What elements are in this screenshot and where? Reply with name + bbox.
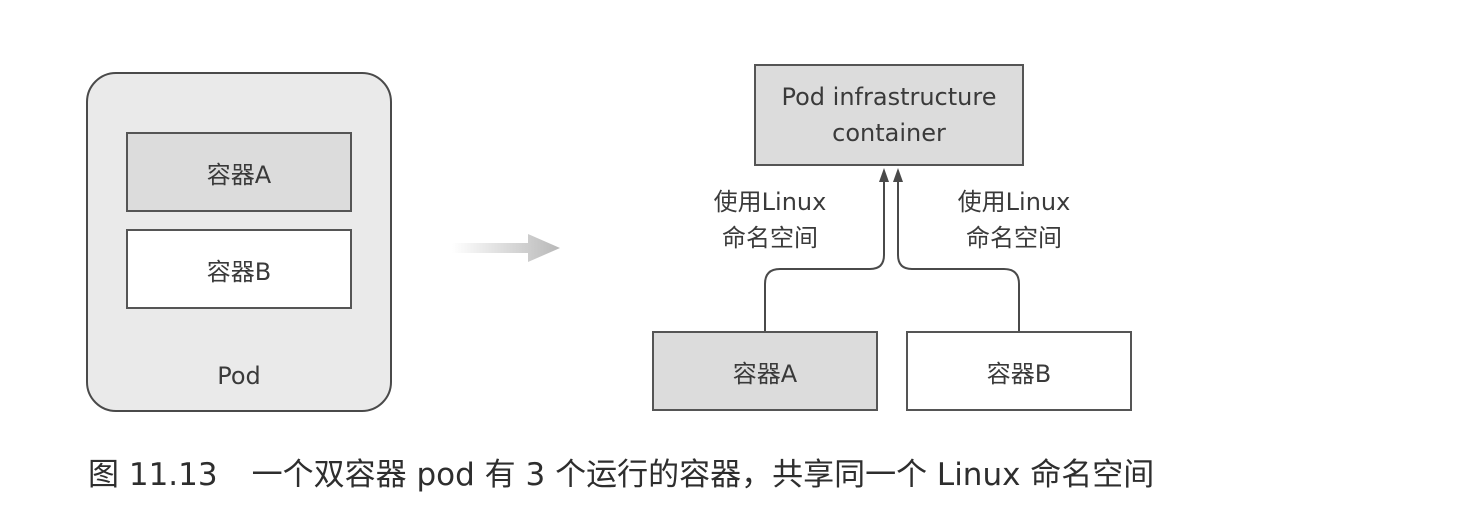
infra-container-box: Pod infrastructure container [754,64,1024,166]
infra-label-line2: container [832,119,946,147]
connector-a [764,180,885,331]
left-container-b: 容器B [126,229,352,309]
arrowhead-a-icon [879,168,889,182]
left-container-b-label: 容器B [206,257,272,286]
namespace-label-left-line1: 使用Linux [713,188,827,216]
left-container-a: 容器A [126,132,352,212]
connector-b [897,180,1020,331]
namespace-label-right-line2: 命名空间 [966,224,1062,252]
figure-caption-text: 一个双容器 pod 有 3 个运行的容器，共享同一个 Linux 命名空间 [251,457,1155,493]
arrowhead-b-icon [893,168,903,182]
pod-label: Pod [217,362,261,390]
infra-label-line1: Pod infrastructure [781,83,997,111]
right-container-a: 容器A [652,331,878,411]
right-container-b: 容器B [906,331,1132,411]
namespace-label-left-line2: 命名空间 [722,224,818,252]
namespace-label-right-line1: 使用Linux [957,188,1071,216]
left-container-a-label: 容器A [206,160,272,189]
figure-number: 图 11.13 [88,457,218,493]
figure-caption: 图 11.13 一个双容器 pod 有 3 个运行的容器，共享同一个 Linux … [88,450,1388,500]
namespace-label-right: 使用Linux 命名空间 [934,184,1094,256]
right-container-a-label: 容器A [732,359,798,388]
transition-arrow-icon [452,234,560,262]
namespace-label-left: 使用Linux 命名空间 [690,184,850,256]
right-container-b-label: 容器B [986,359,1052,388]
